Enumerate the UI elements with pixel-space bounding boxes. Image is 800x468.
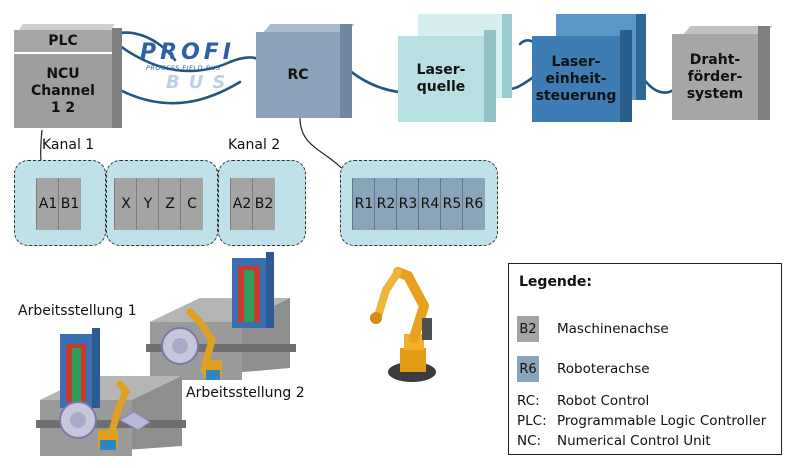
axis-r1: R1: [352, 178, 375, 230]
axis-r2: R2: [374, 178, 397, 230]
axis-x: X: [114, 178, 137, 230]
plc-box-side: [112, 28, 122, 128]
axis-r6: R6: [462, 178, 485, 230]
ncu-box: NCU Channel 1 2: [14, 54, 112, 128]
legend-abbr-nc-value: Numerical Control Unit: [557, 433, 711, 449]
drahtfoerder-side: [758, 26, 770, 120]
laserquelle-back-side: [502, 14, 512, 98]
legend-box: Legende: B2 Maschinenachse R6 Roboterach…: [508, 263, 782, 455]
kanal1-label: Kanal 1: [42, 137, 95, 153]
axis-c: C: [180, 178, 203, 230]
workstation-1-robot: [59, 380, 151, 450]
workstation-2-robot: [161, 308, 222, 380]
legend-label-robot-axis: Roboterachse: [557, 361, 650, 377]
legend-abbr-nc-key: NC:: [517, 433, 542, 449]
legend-swatch-machine-axis: B2: [517, 316, 539, 342]
profibus-logo: PROFI PROCESS FIELD BUS BUS: [132, 40, 258, 98]
legend-abbr-plc-value: Programmable Logic Controller: [557, 413, 767, 429]
profibus-logo-text: PROFI: [140, 40, 235, 65]
kanal2-label: Kanal 2: [228, 137, 281, 153]
axis-a1: A1: [36, 178, 59, 230]
lasereinheit-box: Laser- einheit- steuerung: [532, 36, 620, 122]
standalone-robot: [370, 267, 436, 382]
axis-y: Y: [136, 178, 159, 230]
axis-b2: B2: [252, 178, 275, 230]
arbeitsstellung1-label: Arbeitsstellung 1: [18, 303, 137, 319]
lasereinheit-back-side: [636, 14, 646, 100]
profibus-logo-sub: PROCESS FIELD BUS: [146, 64, 221, 72]
laserquelle-box: Laser- quelle: [398, 36, 484, 122]
workstation-1-cabinet: [60, 328, 100, 408]
axis-r5: R5: [440, 178, 463, 230]
lasereinheit-side: [620, 30, 632, 122]
arbeitsstellung2-label: Arbeitsstellung 2: [186, 385, 305, 401]
legend-title: Legende:: [519, 274, 593, 290]
rc-box: RC: [256, 32, 340, 118]
legend-abbr-rc-key: RC:: [517, 393, 540, 409]
workstation-2-cabinet: [232, 252, 274, 328]
plc-box: PLC: [14, 30, 112, 52]
axis-a2: A2: [230, 178, 253, 230]
laserquelle-side: [484, 30, 496, 122]
legend-abbr-rc-value: Robot Control: [557, 393, 650, 409]
legend-label-machine-axis: Maschinenachse: [557, 321, 669, 337]
drahtfoerder-box: Draht- förder- system: [672, 34, 758, 120]
axis-r4: R4: [418, 178, 441, 230]
profibus-logo-bus: BUS: [166, 72, 235, 93]
legend-abbr-plc-key: PLC:: [517, 413, 547, 429]
legend-swatch-robot-axis: R6: [517, 356, 539, 382]
rc-box-side: [340, 24, 352, 118]
axis-r3: R3: [396, 178, 419, 230]
axis-z: Z: [158, 178, 181, 230]
axis-b1: B1: [58, 178, 81, 230]
